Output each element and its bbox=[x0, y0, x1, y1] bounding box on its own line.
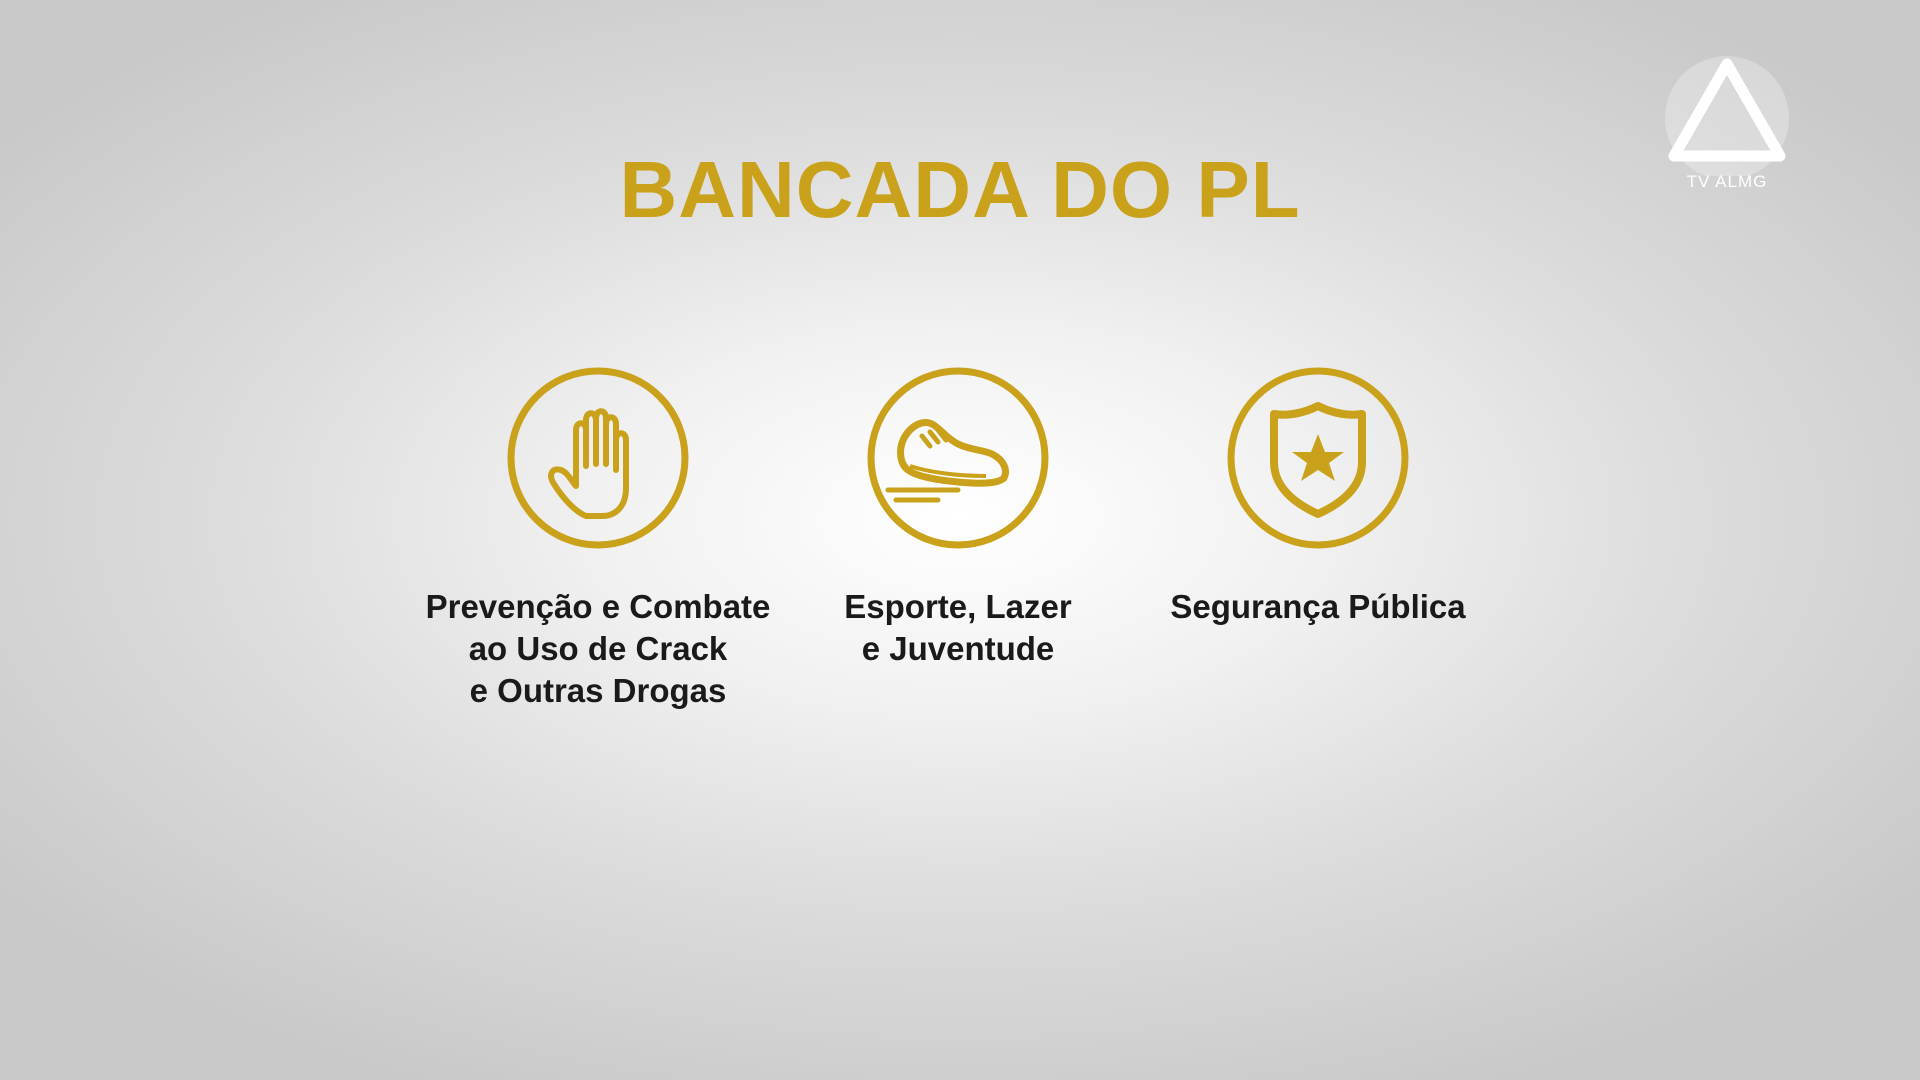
logo-label: TV ALMG bbox=[1686, 172, 1768, 191]
topic-label: Esporte, Lazer e Juventude bbox=[844, 588, 1072, 667]
page-title: BANCADA DO PL bbox=[619, 145, 1301, 234]
hand-stop-icon bbox=[507, 367, 689, 549]
almg-triangle-logo-icon bbox=[1665, 56, 1789, 176]
topic-label: Prevenção e Combate ao Uso de Crack e Ou… bbox=[425, 588, 771, 709]
police-badge-star-icon bbox=[1227, 367, 1409, 549]
tv-almg-logo: TV ALMG bbox=[1662, 56, 1792, 196]
topic-drug-prevention: Prevenção e Combate ao Uso de Crack e Ou… bbox=[408, 366, 788, 712]
topic-sport-leisure: Esporte, Lazer e Juventude bbox=[768, 366, 1148, 670]
topic-public-security: Segurança Pública bbox=[1128, 366, 1508, 628]
topic-label: Segurança Pública bbox=[1170, 588, 1466, 625]
running-shoe-icon bbox=[867, 367, 1049, 549]
